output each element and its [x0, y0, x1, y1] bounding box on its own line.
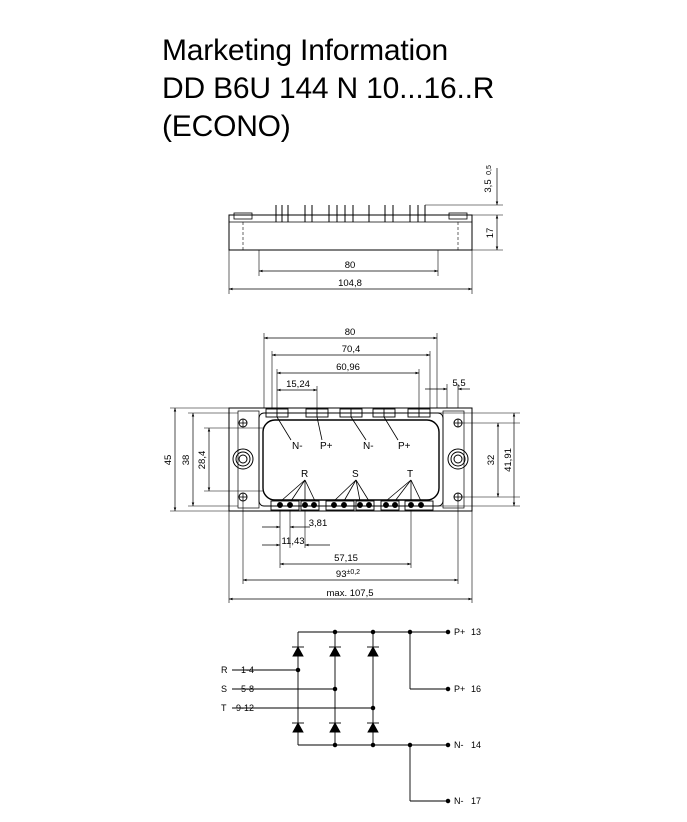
- terminal-label-p-1: P+: [320, 441, 333, 452]
- side-view: [228, 168, 503, 294]
- bottom-dim-57-15: 57,15: [334, 553, 358, 564]
- side-dim-17: 17: [485, 228, 496, 239]
- bottom-dim-max: max. 107,5: [327, 588, 374, 599]
- bottom-dim-3-81: 3,81: [309, 518, 328, 529]
- output-n-17-pin: 17: [471, 796, 481, 806]
- input-s-name: S: [221, 684, 227, 694]
- top-view-frame: [258, 412, 444, 507]
- terminal-label-r: R: [301, 469, 308, 480]
- left-dim-38: 38: [181, 455, 192, 466]
- terminal-label-s: S: [352, 469, 359, 480]
- side-view-body: [228, 214, 473, 251]
- output-n-17-name: N-: [454, 796, 464, 806]
- input-s-pins: 5-8: [241, 684, 254, 694]
- output-p-13-name: P+: [454, 627, 465, 637]
- input-t-name: T: [221, 703, 227, 713]
- top-dim-70-4: 70,4: [342, 344, 361, 355]
- top-terminals: [265, 408, 431, 418]
- right-dim-41-91: 41,91: [503, 448, 514, 472]
- top-dim-15-24: 15,24: [286, 379, 310, 390]
- bottom-dim-11-43: 11,43: [281, 536, 304, 547]
- side-dim-104-8: 104,8: [338, 278, 362, 289]
- side-dim-80: 80: [345, 260, 356, 271]
- bottom-dim-93: 93±0,2: [336, 569, 360, 580]
- title-package: (ECONO): [162, 110, 291, 143]
- title-marketing: Marketing Information: [162, 34, 448, 67]
- top-view-housing: [262, 419, 440, 501]
- output-p-16-pin: 16: [471, 684, 481, 694]
- diode-upper-s: [329, 646, 341, 657]
- mounting-hole-right: [447, 448, 469, 470]
- diode-lower-r: [292, 722, 304, 733]
- side-dim-tolerance: 0,5: [486, 165, 493, 175]
- output-n-14-pin: 14: [471, 740, 481, 750]
- side-view-pins: [275, 205, 426, 222]
- terminal-label-n-1: N-: [292, 441, 303, 452]
- diode-lower-s: [329, 722, 341, 733]
- top-dim-5-5: 5,5: [452, 378, 465, 389]
- output-p-16-name: P+: [454, 684, 465, 694]
- diode-upper-r: [292, 646, 304, 657]
- output-n-14-name: N-: [454, 740, 464, 750]
- left-dim-28-4: 28,4: [197, 451, 208, 470]
- right-dim-32: 32: [486, 455, 497, 466]
- mounting-hole-left: [232, 448, 254, 470]
- top-view-baseplate: [228, 407, 473, 512]
- left-dim-45: 45: [163, 455, 174, 466]
- top-dim-60-96: 60,96: [336, 362, 360, 373]
- terminal-label-n-2: N-: [363, 441, 374, 452]
- diode-lower-t: [367, 722, 379, 733]
- title-part-number: DD B6U 144 N 10...16..R: [162, 72, 495, 105]
- input-r-name: R: [221, 665, 228, 675]
- output-p-13-pin: 13: [471, 627, 481, 637]
- terminal-label-t: T: [407, 469, 413, 480]
- input-r-pins: 1-4: [241, 665, 254, 675]
- terminal-label-p-2: P+: [398, 441, 411, 452]
- title-block: Marketing Information DD B6U 144 N 10...…: [162, 32, 494, 146]
- diode-upper-t: [367, 646, 379, 657]
- top-dim-80: 80: [345, 327, 356, 338]
- schematic: [232, 629, 451, 804]
- input-t-pins: 9-12: [236, 703, 254, 713]
- bottom-terminals: [270, 500, 434, 511]
- side-dim-3-5: 3,5: [483, 179, 494, 192]
- top-view: [170, 333, 520, 603]
- internal-leader-lines: [276, 416, 422, 502]
